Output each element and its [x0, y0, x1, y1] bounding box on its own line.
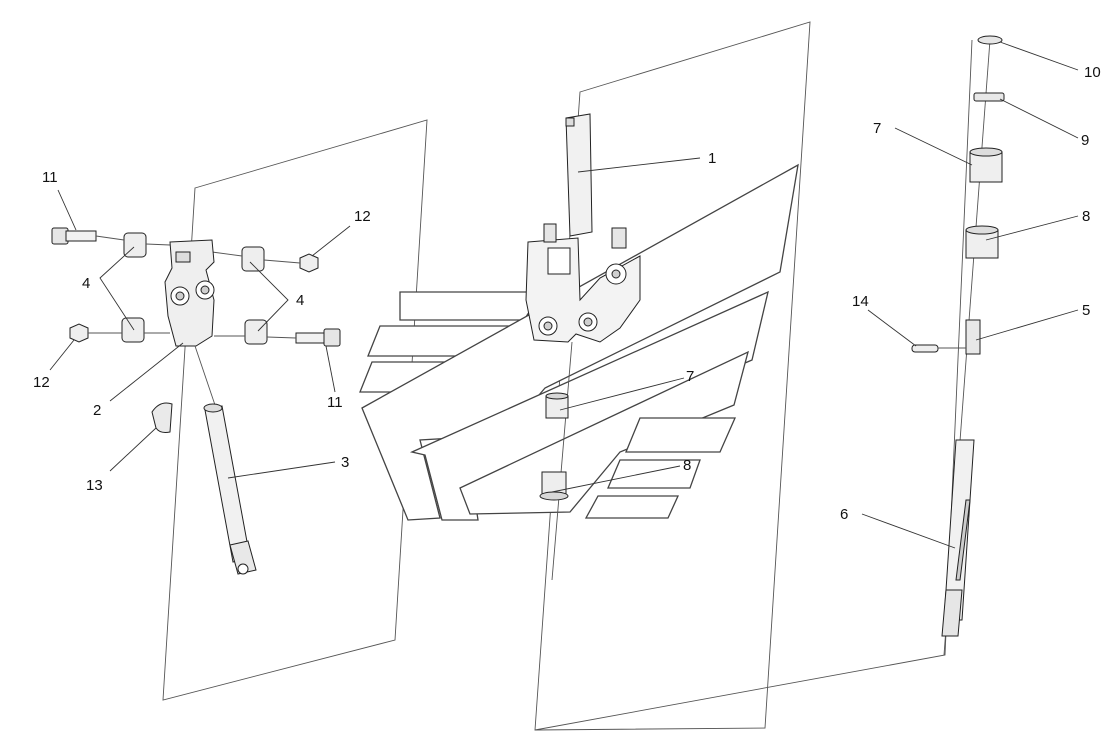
- leader-lines: [49, 41, 1079, 549]
- lower-shaft: [203, 403, 257, 575]
- washer-top: [977, 35, 1003, 45]
- center-plane: [534, 21, 811, 731]
- background-logo: [359, 163, 799, 521]
- left-plane: [162, 119, 428, 701]
- callout-12-upper: 12: [354, 208, 371, 225]
- column-tube: [565, 113, 593, 237]
- pin: [911, 344, 939, 353]
- plate-upper-right: [241, 246, 265, 272]
- callout-6: 6: [840, 506, 848, 523]
- callout-12-lower: 12: [33, 374, 50, 391]
- bolt-lower-right: [295, 328, 341, 347]
- callout-7-center: 7: [686, 368, 694, 385]
- plate-lower-right: [244, 319, 268, 345]
- plate-lower-left: [121, 317, 145, 343]
- callout-11-lower: 11: [327, 394, 343, 411]
- callout-2: 2: [93, 402, 101, 419]
- bolt-upper-left: [51, 227, 97, 245]
- callout-8-right: 8: [1082, 208, 1090, 225]
- callout-14: 14: [852, 293, 869, 310]
- right-axis-guide: [534, 39, 973, 731]
- nut-lower-left: [69, 323, 89, 343]
- assembly-planes: [162, 21, 973, 731]
- callout-labels: 1 2 3 4 4 5 6 7 7 8 8 9 10 11 11 12 12 1…: [33, 64, 1101, 523]
- main-shaft: [941, 439, 975, 637]
- mounting-bracket: [525, 223, 641, 343]
- logo-chevron-inner: [459, 350, 749, 515]
- bushing-right-lower: [965, 225, 999, 259]
- logo-stripe-1: [399, 291, 544, 321]
- spacer-ring: [973, 92, 1005, 102]
- callout-3: 3: [341, 454, 349, 471]
- callout-9: 9: [1081, 132, 1089, 149]
- callout-7-right: 7: [873, 120, 881, 137]
- callout-5: 5: [1082, 302, 1090, 319]
- bushing-right-upper: [969, 147, 1003, 183]
- logo-block-1: [625, 417, 736, 453]
- callout-11-upper: 11: [42, 169, 58, 186]
- woodruff-key: [151, 402, 173, 433]
- callout-1: 1: [708, 150, 716, 167]
- logo-block-3: [584, 495, 680, 519]
- callout-10: 10: [1084, 64, 1101, 81]
- shaft-clip: [965, 319, 981, 355]
- callout-8-center: 8: [683, 457, 691, 474]
- bushing-center-lower: [539, 471, 569, 501]
- nut-upper-right: [299, 253, 319, 273]
- callout-4-right: 4: [296, 292, 304, 309]
- callout-13: 13: [86, 477, 103, 494]
- callout-4-left: 4: [82, 275, 90, 292]
- universal-joint: [164, 239, 215, 347]
- bushing-center-upper: [545, 392, 569, 419]
